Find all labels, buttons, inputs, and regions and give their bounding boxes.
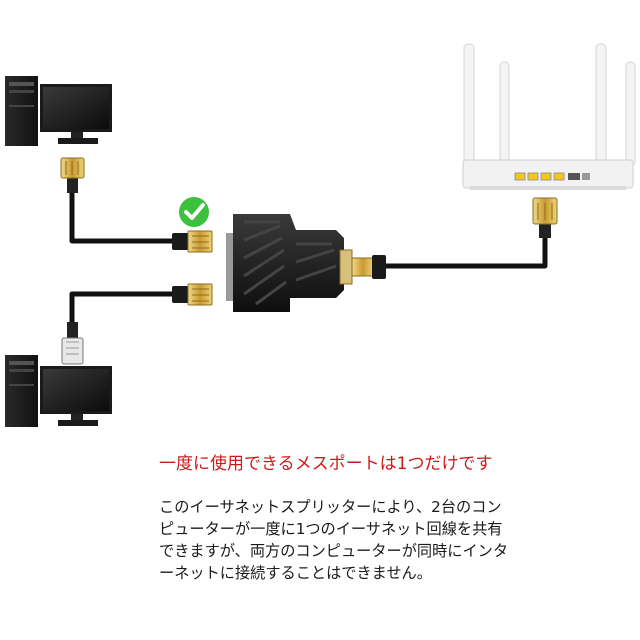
rj45-plug-icon <box>60 157 85 193</box>
ethernet-splitter-icon <box>226 214 353 312</box>
rj45-plug-icon <box>351 255 386 279</box>
router-icon <box>462 43 636 190</box>
description: このイーサネットスプリッターにより、2台のコン ピューターが一度に1つのイーサネ… <box>159 496 599 584</box>
rj45-plug-icon <box>61 322 84 365</box>
description-line: できますが、両方のコンピューターが同時にインタ <box>159 542 509 560</box>
headline: 一度に使用できるメスポートは1つだけです <box>159 454 493 474</box>
description-line: ーネットに接続することはできません。 <box>159 564 432 582</box>
check-icon <box>179 197 209 227</box>
rj45-plug-icon <box>172 230 213 253</box>
description-line: ピューターが一度に1つのイーサネット回線を共有 <box>159 520 503 538</box>
ethernet-cables <box>69 190 548 328</box>
rj45-plug-icon <box>532 197 558 238</box>
desktop-computer-icon <box>5 355 112 427</box>
desktop-computer-icon <box>5 76 112 146</box>
description-line: このイーサネットスプリッターにより、2台のコン <box>159 498 502 516</box>
rj45-plug-icon <box>172 283 213 306</box>
